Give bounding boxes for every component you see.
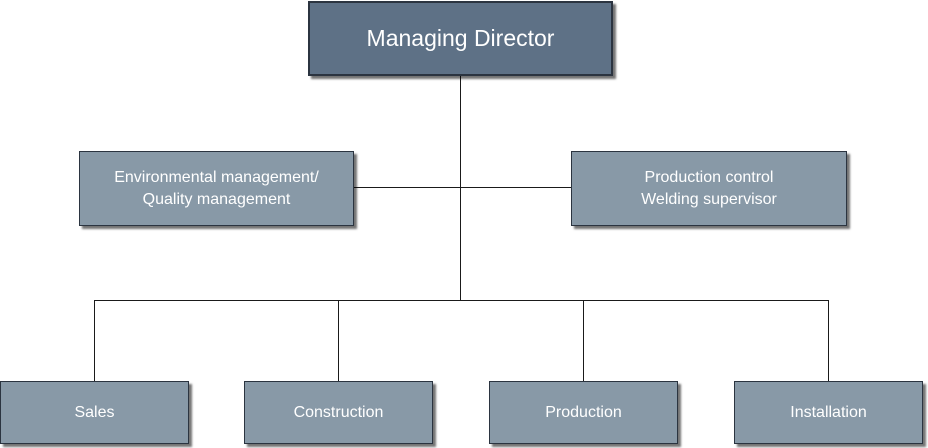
connector-vertical-main xyxy=(460,76,461,301)
welding-supervisor-label: Welding supervisor xyxy=(641,190,777,208)
connector-to-production xyxy=(583,300,584,381)
connector-to-sales xyxy=(94,300,95,381)
connector-staff-horizontal xyxy=(354,187,571,188)
managing-director-box: Managing Director xyxy=(308,1,613,76)
installation-box: Installation xyxy=(734,381,923,444)
quality-management-label: Quality management xyxy=(142,190,291,208)
environmental-management-label: Environmental management/ xyxy=(114,168,319,186)
connector-to-construction xyxy=(338,300,339,381)
connector-departments-horizontal xyxy=(94,300,829,301)
sales-box: Sales xyxy=(0,381,189,444)
connector-to-installation xyxy=(828,300,829,381)
sales-label: Sales xyxy=(74,403,115,421)
environmental-quality-management-box: Environmental management/ Quality manage… xyxy=(79,151,354,226)
production-box: Production xyxy=(489,381,678,444)
production-label: Production xyxy=(545,403,622,421)
production-control-welding-box: Production control Welding supervisor xyxy=(571,151,847,226)
construction-label: Construction xyxy=(293,403,384,421)
managing-director-label: Managing Director xyxy=(366,25,555,51)
construction-box: Construction xyxy=(244,381,433,444)
production-control-label: Production control xyxy=(644,168,774,186)
installation-label: Installation xyxy=(790,403,867,421)
